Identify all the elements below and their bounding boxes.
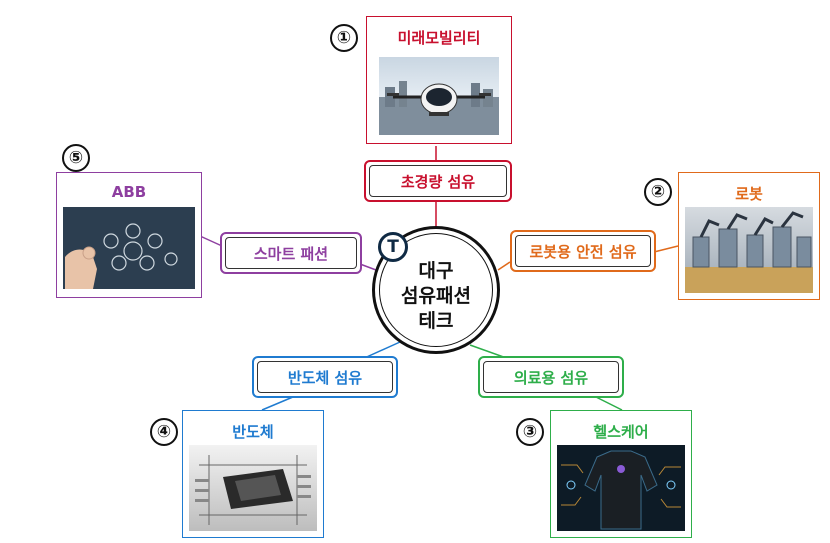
fiber-tag-health: 의료용 섬유 [478,356,624,398]
center-line-3: 테크 [418,310,454,332]
chip-icon [189,445,317,531]
card-title-robot: 로봇 [735,185,763,203]
card-semiconductor: 반도체 [182,410,324,538]
number-badge-mobility: ① [330,24,358,52]
number-badge-health: ③ [516,418,544,446]
card-title-semiconductor: 반도체 [232,423,274,441]
connector-robot-card [653,245,679,253]
number-badge-semiconductor: ④ [150,418,178,446]
smart-garment-icon [557,445,685,531]
drone-taxi-icon [379,57,499,135]
robot-arm-icon [685,207,813,293]
connector-abb-card [199,235,223,247]
card-health: 헬스케어 [550,410,692,538]
fiber-tag-robot: 로봇용 안전 섬유 [510,230,656,272]
center-line-2: 섬유패션 [401,285,471,307]
connector-abb [359,263,377,271]
fiber-label-health: 의료용 섬유 [513,368,589,387]
center-hub-inner-ring [379,233,493,347]
card-abb: ABB [56,172,202,298]
t-logo-icon: T [378,232,408,262]
card-title-abb: ABB [111,183,147,201]
connector-robot [497,261,511,271]
number-badge-robot: ② [644,178,672,206]
number-badge-abb: ⑤ [62,144,90,172]
fiber-tag-abb: 스마트 패션 [220,232,362,274]
fiber-label-mobility: 초경량 섬유 [400,172,476,191]
card-robot: 로봇 [678,172,820,300]
card-mobility: 미래모빌리티 [366,16,512,144]
center-line-1: 대구 [418,260,454,282]
smart-textile-touch-icon [63,207,195,289]
fiber-label-robot: 로봇용 안전 섬유 [529,242,637,261]
card-title-health: 헬스케어 [593,423,649,441]
fiber-tag-mobility: 초경량 섬유 [364,160,512,202]
fiber-label-semiconductor: 반도체 섬유 [287,368,363,387]
fiber-label-abb: 스마트 패션 [253,244,329,263]
card-title-mobility: 미래모빌리티 [397,29,481,47]
fiber-tag-semiconductor: 반도체 섬유 [252,356,398,398]
center-hub-text: 대구 섬유패션 테크 [375,259,497,334]
